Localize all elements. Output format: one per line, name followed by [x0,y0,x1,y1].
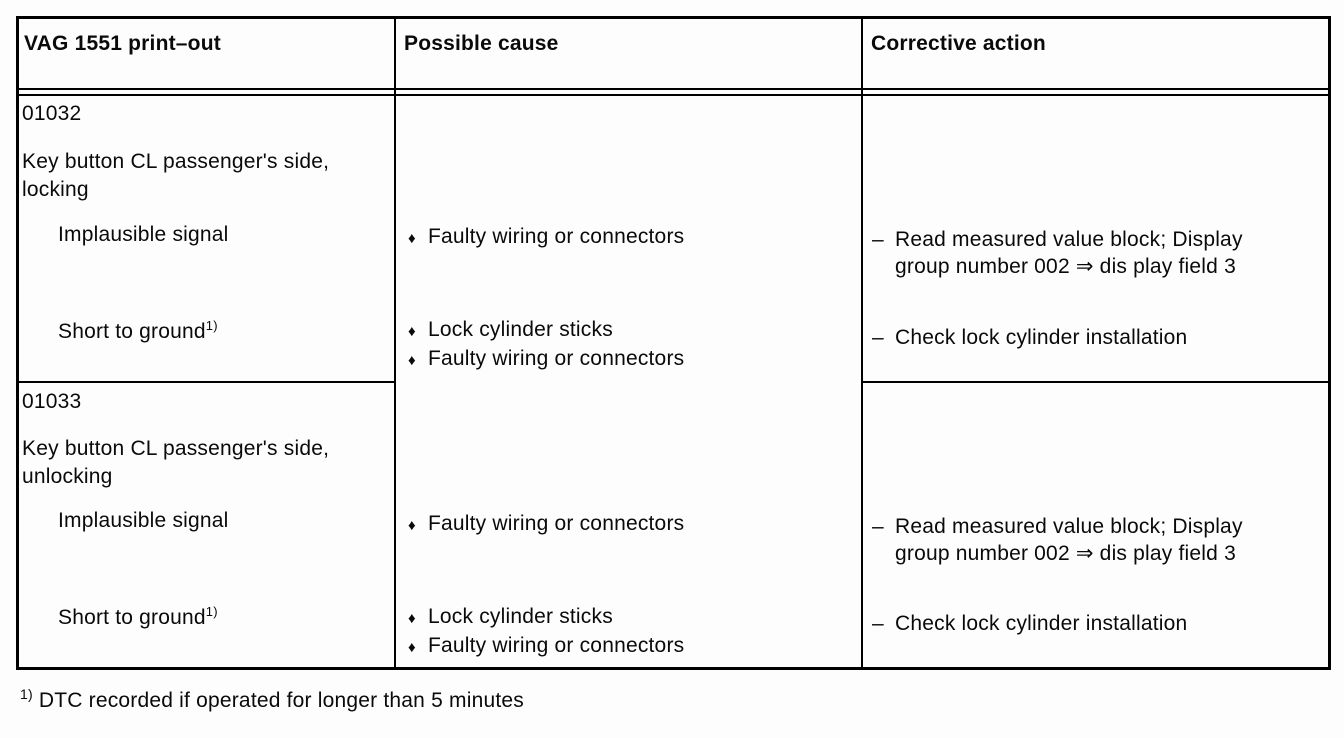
cause-item: ♦ Lock cylinder sticks [408,316,684,345]
cause-list: ♦ Lock cylinder sticks ♦ Faulty wiring o… [408,316,684,374]
cause-text: Faulty wiring or connectors [428,225,685,248]
component-name-line2: unlocking [22,465,113,488]
component-name: Key button CL passenger's side, unlockin… [22,435,329,491]
fault-name-text: Implausible signal [58,223,229,246]
action-item: – Check lock cylinder installation [872,324,1187,351]
component-name-line2: locking [22,178,89,201]
action-item: – Check lock cylinder installation [872,610,1187,637]
action-line: Check lock cylinder installation [895,326,1188,349]
bullet-icon: ♦ [408,230,416,247]
action-text: Read measured value block; Display group… [895,513,1243,567]
bullet-icon: ♦ [408,610,416,627]
footnote: 1) DTC recorded if operated for longer th… [20,686,524,713]
cause-text: Faulty wiring or connectors [428,347,685,370]
action-item: – Read measured value block; Display gro… [872,226,1243,280]
cause-list: ♦ Faulty wiring or connectors [408,510,684,539]
fault-footnote-ref: 1) [205,318,218,333]
fault-name-text: Implausible signal [58,509,229,532]
cause-text: Faulty wiring or connectors [428,512,685,535]
cause-list: ♦ Lock cylinder sticks ♦ Faulty wiring o… [408,603,684,661]
action-line: group number 002 ⇒ dis play field 3 [895,542,1236,565]
column-divider-2 [861,16,863,670]
fault-name-text: Short to ground [58,320,206,343]
component-name: Key button CL passenger's side, locking [22,148,329,204]
footnote-text: DTC recorded if operated for longer than… [38,689,524,712]
cause-list: ♦ Faulty wiring or connectors [408,223,684,252]
action-text: Read measured value block; Display group… [895,226,1243,280]
fault-footnote-ref: 1) [205,604,218,619]
component-name-line1: Key button CL passenger's side, [22,437,330,460]
action-line: Read measured value block; Display [895,228,1243,251]
cause-text: Lock cylinder sticks [428,605,613,628]
fault-name: Short to ground1) [58,604,218,630]
dash-icon: – [872,515,884,538]
dtc-code: 01032 [22,102,82,125]
bullet-icon: ♦ [408,639,416,656]
action-text: Check lock cylinder installation [895,610,1187,637]
table-header-printout: VAG 1551 print–out [24,32,221,55]
dash-icon: – [872,326,884,349]
dash-icon: – [872,228,884,251]
section-divider-right [861,381,1331,383]
cause-text: Faulty wiring or connectors [428,634,685,657]
cause-item: ♦ Lock cylinder sticks [408,603,684,632]
bullet-icon: ♦ [408,517,416,534]
fault-name: Implausible signal [58,223,229,247]
fault-name: Implausible signal [58,509,229,533]
header-rule-bottom [16,94,1331,96]
cause-item: ♦ Faulty wiring or connectors [408,223,684,252]
dash-icon: – [872,612,884,635]
cause-text: Lock cylinder sticks [428,318,613,341]
action-item: – Read measured value block; Display gro… [872,513,1243,567]
component-name-line1: Key button CL passenger's side, [22,150,330,173]
bullet-icon: ♦ [408,352,416,369]
header-rule-top [16,88,1331,90]
dtc-code: 01033 [22,390,82,413]
bullet-icon: ♦ [408,323,416,340]
cause-item: ♦ Faulty wiring or connectors [408,632,684,661]
table-header-cause: Possible cause [404,32,559,55]
fault-name: Short to ground1) [58,318,218,344]
action-line: group number 002 ⇒ dis play field 3 [895,255,1236,278]
cause-item: ♦ Faulty wiring or connectors [408,345,684,374]
cause-item: ♦ Faulty wiring or connectors [408,510,684,539]
column-divider-1 [394,16,396,670]
action-line: Read measured value block; Display [895,515,1243,538]
table-header-action: Corrective action [871,32,1046,55]
action-line: Check lock cylinder installation [895,612,1188,635]
action-text: Check lock cylinder installation [895,324,1187,351]
fault-name-text: Short to ground [58,606,206,629]
footnote-marker: 1) [20,686,33,702]
section-divider-left [16,381,394,383]
dtc-table-frame [16,16,1331,670]
